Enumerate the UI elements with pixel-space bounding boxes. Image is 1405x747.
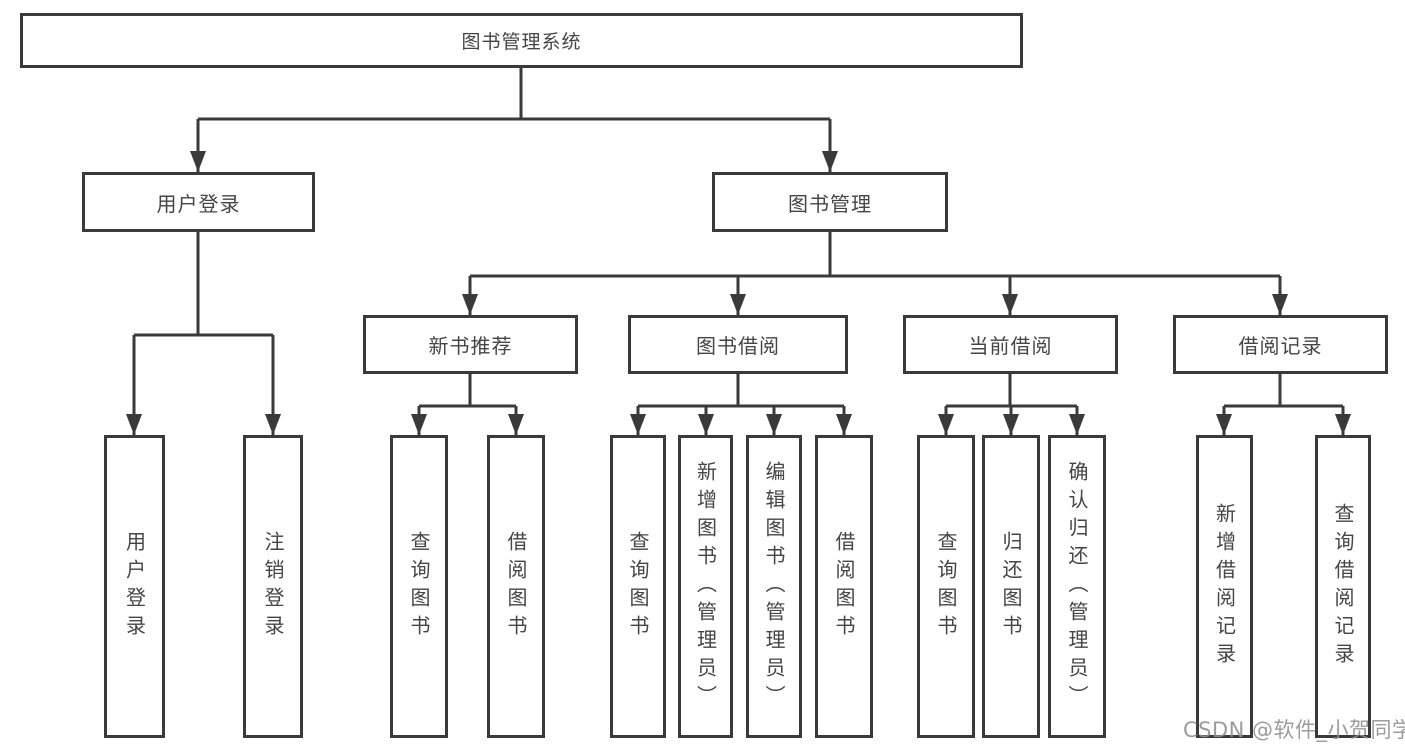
- node-cb-return-books: 归还图书: [982, 435, 1040, 738]
- node-borrowing-records: 借阅记录: [1173, 315, 1388, 374]
- node-new-book-recommendation: 新书推荐: [363, 315, 578, 374]
- node-library-management-system: 图书管理系统: [20, 13, 1023, 68]
- node-cb-query-books: 查询图书: [917, 435, 975, 738]
- node-current-borrowing: 当前借阅: [903, 315, 1118, 374]
- node-nb-query-books: 查询图书: [390, 435, 448, 738]
- node-bb-borrow-books: 借阅图书: [815, 435, 873, 738]
- node-user-login: 用户登录: [82, 172, 315, 232]
- node-nb-borrow-books: 借阅图书: [487, 435, 545, 738]
- node-bb-query-books: 查询图书: [610, 435, 666, 738]
- node-cb-confirm-return-admin: 确认归还（管理员）: [1048, 435, 1106, 738]
- watermark: CSDN @软件_小贺同学: [1183, 718, 1405, 742]
- node-leaf-logout: 注销登录: [243, 435, 303, 738]
- node-book-management: 图书管理: [712, 172, 948, 232]
- node-leaf-user-login: 用户登录: [104, 435, 165, 738]
- node-br-add-record: 新增借阅记录: [1196, 435, 1253, 738]
- node-bb-edit-books-admin: 编辑图书（管理员）: [746, 435, 802, 738]
- node-book-borrowing: 图书借阅: [628, 315, 848, 374]
- node-br-query-record: 查询借阅记录: [1315, 435, 1371, 738]
- node-bb-add-books-admin: 新增图书（管理员）: [678, 435, 733, 738]
